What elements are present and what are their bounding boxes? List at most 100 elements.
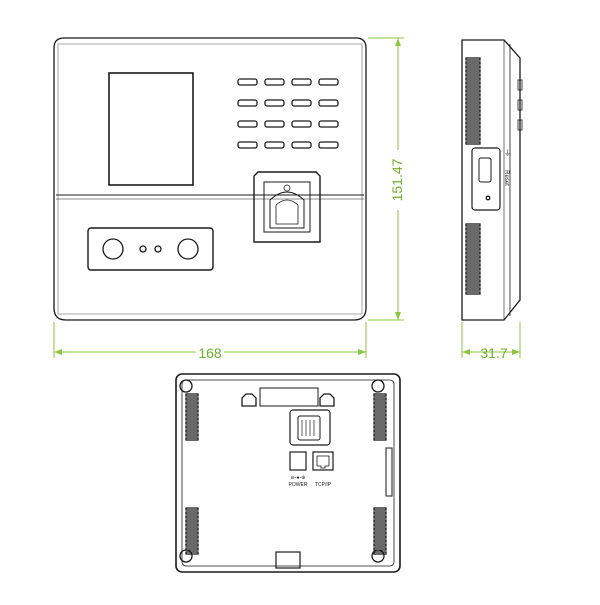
front-height-dimension bbox=[368, 37, 404, 321]
vent-slat bbox=[465, 85, 481, 89]
vent-slat bbox=[185, 531, 199, 535]
vent-slat bbox=[185, 397, 199, 401]
vent-slat bbox=[373, 547, 387, 551]
vent-slat bbox=[465, 231, 481, 235]
fingerprint-sensor bbox=[253, 171, 321, 243]
keypad-key bbox=[291, 99, 312, 107]
mount-hook-right bbox=[319, 393, 335, 407]
vent-slat bbox=[185, 507, 199, 511]
vent-slat bbox=[465, 113, 481, 117]
keypad-key bbox=[318, 120, 339, 128]
power-jack bbox=[289, 451, 307, 471]
vent-slat bbox=[373, 393, 387, 397]
vent-slat bbox=[185, 409, 199, 413]
side-view bbox=[461, 39, 523, 321]
keypad-key bbox=[237, 141, 258, 149]
vent-slat bbox=[373, 397, 387, 401]
vent-slat bbox=[465, 97, 481, 101]
vent-slat bbox=[373, 515, 387, 519]
vent-slat bbox=[465, 109, 481, 113]
vent-slat bbox=[185, 539, 199, 543]
back-vents-left-bottom bbox=[185, 507, 199, 555]
vent-slat bbox=[465, 105, 481, 109]
vent-slat bbox=[465, 117, 481, 121]
vent-slat bbox=[465, 275, 481, 279]
vent-slat bbox=[465, 291, 481, 295]
vent-slat bbox=[465, 223, 481, 227]
front-view bbox=[53, 37, 367, 321]
vent-slat bbox=[185, 405, 199, 409]
vent-slat bbox=[465, 267, 481, 271]
keypad-key bbox=[291, 120, 312, 128]
vent-slat bbox=[373, 401, 387, 405]
vent-slat bbox=[185, 547, 199, 551]
keypad-key bbox=[291, 78, 312, 86]
vent-slat bbox=[373, 421, 387, 425]
camera-lens-left bbox=[102, 238, 124, 260]
side-vents-bottom bbox=[465, 223, 481, 295]
vent-slat bbox=[185, 401, 199, 405]
ethernet-port-icon bbox=[312, 451, 334, 471]
vent-slat bbox=[185, 393, 199, 397]
front-body-inner-outline bbox=[57, 43, 363, 315]
vent-slat bbox=[373, 511, 387, 515]
vent-slat bbox=[465, 255, 481, 259]
vent-slat bbox=[185, 425, 199, 429]
usb-icon: ⏚ bbox=[504, 149, 511, 157]
vent-slat bbox=[465, 259, 481, 263]
camera-led-right bbox=[154, 245, 162, 253]
keypad-key bbox=[264, 99, 285, 107]
vent-slat bbox=[465, 81, 481, 85]
keypad-key bbox=[237, 99, 258, 107]
back-body-outline bbox=[175, 373, 401, 573]
back-vents-left-top bbox=[185, 393, 199, 441]
front-body-outline bbox=[53, 37, 367, 321]
vent-slat bbox=[185, 429, 199, 433]
vent-slat bbox=[465, 73, 481, 77]
vent-slat bbox=[373, 519, 387, 523]
vent-slat bbox=[373, 527, 387, 531]
vent-slat bbox=[373, 413, 387, 417]
keypad-key bbox=[318, 78, 339, 86]
vent-slat bbox=[185, 523, 199, 527]
vent-slat bbox=[465, 129, 481, 133]
reset-label: Reset bbox=[503, 170, 509, 186]
vent-slat bbox=[465, 77, 481, 81]
vent-slat bbox=[465, 89, 481, 93]
vent-slat bbox=[465, 227, 481, 231]
vent-slat bbox=[373, 417, 387, 421]
keypad-key bbox=[237, 120, 258, 128]
power-label: POWER bbox=[289, 482, 308, 488]
side-usb-port bbox=[471, 147, 501, 211]
vent-slat bbox=[373, 551, 387, 555]
keypad-key bbox=[318, 99, 339, 107]
vent-slat bbox=[465, 65, 481, 69]
vent-slat bbox=[465, 283, 481, 287]
tcpip-label: TCP/IP bbox=[315, 482, 332, 488]
mount-hook-left bbox=[241, 393, 257, 407]
vent-slat bbox=[373, 523, 387, 527]
vent-slat bbox=[465, 251, 481, 255]
depth-dimension-label: 31.7 bbox=[480, 345, 507, 361]
vent-slat bbox=[185, 527, 199, 531]
vent-slat bbox=[465, 239, 481, 243]
vent-slat bbox=[465, 133, 481, 137]
vent-slat bbox=[373, 405, 387, 409]
vent-slat bbox=[185, 417, 199, 421]
vent-slat bbox=[465, 93, 481, 97]
keypad bbox=[237, 78, 339, 149]
vent-slat bbox=[185, 535, 199, 539]
bottom-tab bbox=[275, 551, 301, 569]
reset-hole-icon bbox=[485, 195, 491, 201]
keypad-key bbox=[264, 120, 285, 128]
vent-slat bbox=[373, 539, 387, 543]
height-dimension-label: 151.47 bbox=[389, 158, 405, 201]
vent-slat bbox=[465, 101, 481, 105]
side-vents-top bbox=[465, 57, 481, 145]
keypad-key bbox=[291, 141, 312, 149]
width-dimension-label: 168 bbox=[198, 345, 222, 361]
side-depth-dimension bbox=[461, 322, 521, 358]
vent-slat bbox=[465, 287, 481, 291]
back-view bbox=[175, 373, 401, 573]
